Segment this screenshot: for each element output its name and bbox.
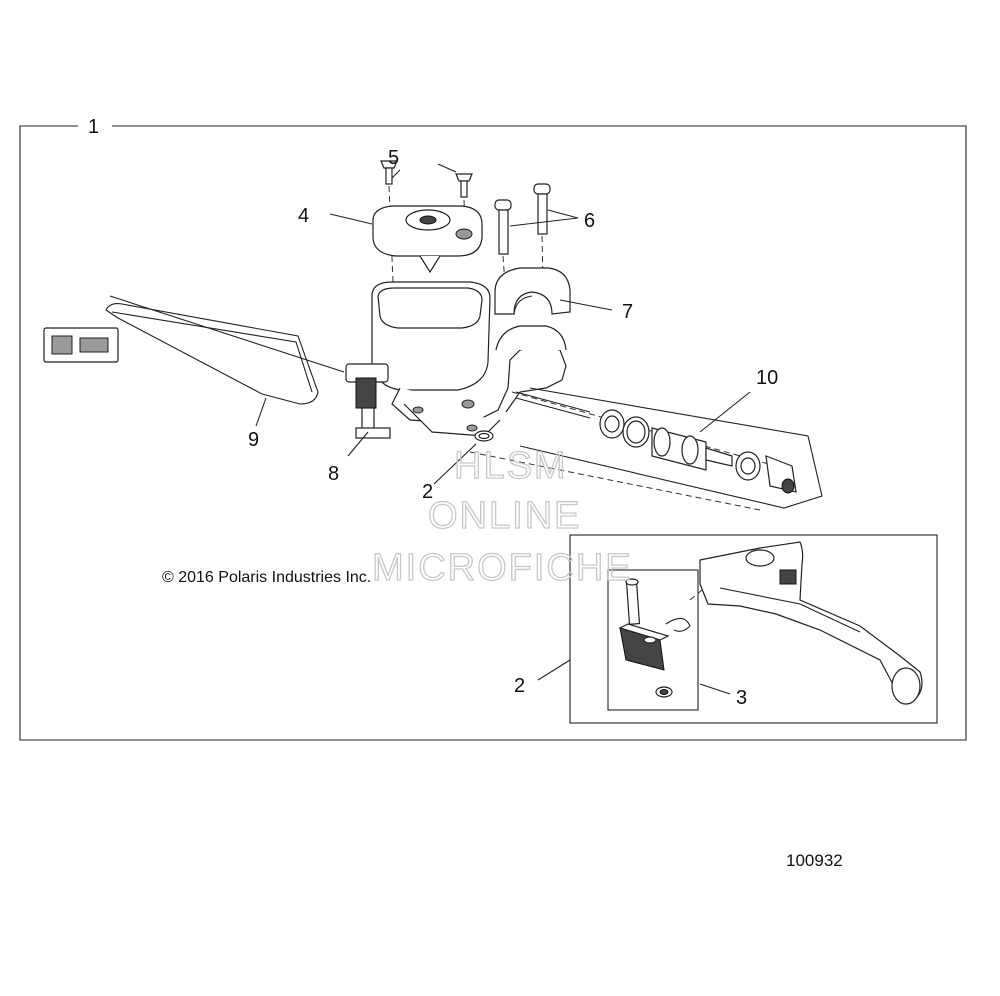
leader-9 bbox=[255, 397, 267, 427]
clamp-bolt-right bbox=[533, 183, 551, 283]
leader-4 bbox=[329, 213, 373, 225]
callout-4: 4 bbox=[298, 205, 309, 227]
pivot-spring bbox=[665, 589, 703, 632]
callout-8: 8 bbox=[328, 463, 339, 485]
clamp-bolt-left bbox=[494, 199, 512, 285]
leader-5b bbox=[437, 163, 457, 173]
lever-adjuster-block bbox=[618, 623, 670, 671]
watermark-line-2: ONLINE bbox=[428, 495, 581, 537]
pivot-inset-frame bbox=[607, 569, 699, 711]
leader-6b bbox=[547, 209, 579, 219]
leader-6a bbox=[509, 217, 579, 227]
leader-5a bbox=[391, 169, 401, 179]
watermark-line-3: MICROFICHE bbox=[372, 547, 633, 589]
callout-2-body: 2 bbox=[422, 481, 433, 503]
lever-pivot-pin bbox=[625, 578, 641, 625]
o-ring bbox=[474, 430, 494, 442]
handlebar-clamp bbox=[494, 267, 571, 315]
callout-10: 10 bbox=[756, 367, 778, 389]
master-cylinder-body bbox=[371, 281, 567, 437]
leader-7 bbox=[559, 299, 613, 311]
leader-10 bbox=[699, 391, 751, 433]
leader-8 bbox=[347, 431, 369, 457]
leader-2b bbox=[537, 659, 571, 681]
callout-6: 6 bbox=[584, 210, 595, 232]
copyright-notice: © 2016 Polaris Industries Inc. bbox=[162, 569, 371, 586]
callout-1: 1 bbox=[88, 116, 99, 138]
callout-5: 5 bbox=[388, 147, 399, 169]
lever-bushing bbox=[655, 686, 673, 698]
reservoir-cover bbox=[372, 205, 483, 274]
reservoir-screw-left bbox=[380, 160, 398, 283]
lever-inset-frame bbox=[569, 534, 938, 724]
watermark-line-1: HLSM bbox=[454, 445, 568, 487]
brake-lever bbox=[699, 541, 923, 705]
return-spring bbox=[515, 391, 591, 419]
callout-3: 3 bbox=[736, 687, 747, 709]
assembly-frame bbox=[19, 125, 967, 741]
piston-kit bbox=[469, 387, 823, 511]
leader-2a bbox=[433, 443, 477, 485]
callout-7: 7 bbox=[622, 301, 633, 323]
brake-light-switch bbox=[109, 295, 391, 439]
switch-harness bbox=[43, 303, 319, 405]
leader-3 bbox=[699, 683, 731, 695]
callout-9: 9 bbox=[248, 429, 259, 451]
callout-2-lever: 2 bbox=[514, 675, 525, 697]
diagram-reference-number: 100932 bbox=[786, 851, 843, 870]
